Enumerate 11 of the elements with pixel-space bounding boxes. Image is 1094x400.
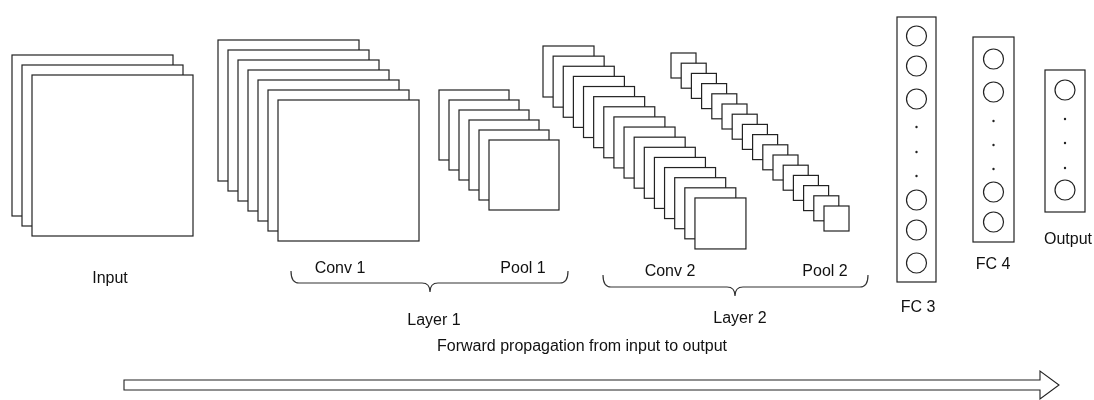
caption-text: Forward propagation from input to output [437, 337, 727, 355]
layer-label: Conv 1 [314, 259, 366, 277]
layer-group-label: Layer 2 [713, 309, 767, 327]
layer-label: Output [1044, 230, 1092, 248]
layer-label: FC 4 [975, 255, 1011, 273]
layer-label: Input [92, 269, 128, 287]
layer-label: Pool 1 [500, 259, 546, 277]
layer-label: Conv 2 [644, 262, 696, 280]
layer-label: FC 3 [900, 298, 936, 316]
layer-label: Pool 2 [802, 262, 848, 280]
layer-group-label: Layer 1 [407, 311, 461, 329]
